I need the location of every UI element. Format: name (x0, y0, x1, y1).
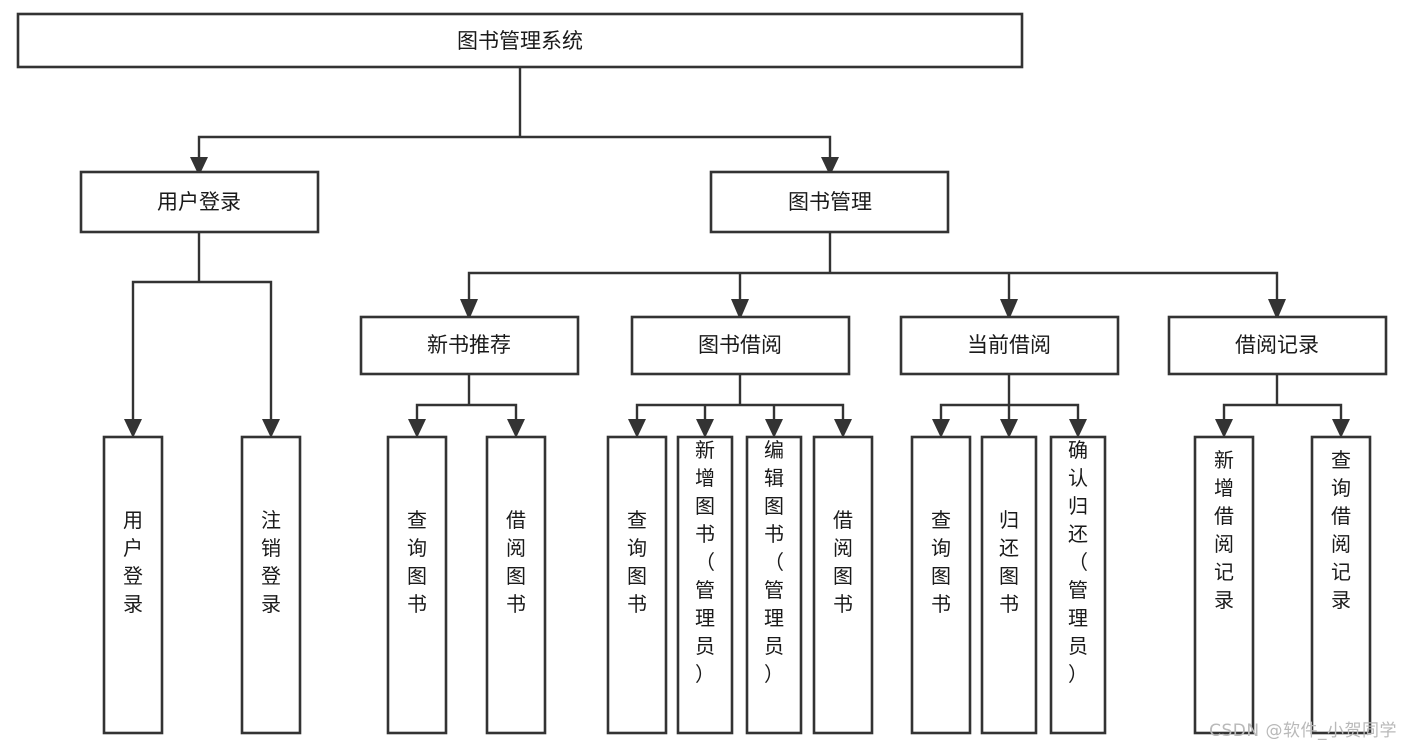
node-leaf2[interactable]: 注销登录 (240, 435, 302, 735)
node-bookmgmt-box[interactable] (709, 170, 950, 234)
arrow-head-leaf8 (834, 419, 852, 438)
node-leaf7-box[interactable] (745, 435, 803, 735)
connector-borrow-to-leaves (635, 372, 845, 424)
node-leaf8-label: 借阅图书 (833, 508, 853, 616)
arrow-head-leaf6 (696, 419, 714, 438)
node-leaf9-label: 查询图书 (931, 508, 951, 616)
node-leaf10[interactable]: 归还图书 (980, 435, 1038, 735)
node-leaf13-box[interactable] (1310, 435, 1372, 735)
arrow-head-leaf3 (408, 419, 426, 438)
node-leaf12[interactable]: 新增借阅记录 (1193, 435, 1255, 735)
node-leaf3[interactable]: 查询图书 (386, 435, 448, 735)
node-current[interactable]: 当前借阅 (899, 315, 1120, 376)
node-leaf7[interactable]: 编辑图书（管理员） (745, 435, 803, 735)
connector-bookmgmt-to-level2 (467, 230, 1279, 304)
node-leaf6-box[interactable] (676, 435, 734, 735)
node-leaf8[interactable]: 借阅图书 (812, 435, 874, 735)
node-leaf1-label: 用户登录 (123, 508, 143, 616)
leaf-nodes-layer: 用户登录 注销登录 查询图书 借阅图书 查询图书 新增图书（管理员） (102, 435, 1372, 735)
node-borrow-label: 图书借阅 (698, 333, 782, 357)
arrow-head-leaf12 (1215, 419, 1233, 438)
node-leaf9-box[interactable] (910, 435, 972, 735)
arrow-head-bookmgmt (821, 157, 839, 176)
node-records-label: 借阅记录 (1235, 333, 1319, 357)
arrow-head-leaf11 (1069, 419, 1087, 438)
arrow-head-leaf13 (1332, 419, 1350, 438)
node-leaf2-label: 注销登录 (261, 508, 281, 616)
node-leaf8-box[interactable] (812, 435, 874, 735)
node-records-box[interactable] (1167, 315, 1388, 376)
connector-records-to-leaves (1222, 372, 1343, 424)
node-leaf12-box[interactable] (1193, 435, 1255, 735)
arrow-head-current (1000, 299, 1018, 320)
arrow-head-leaf5 (628, 419, 646, 438)
node-leaf13[interactable]: 查询借阅记录 (1310, 435, 1372, 735)
node-newbook-label: 新书推荐 (427, 333, 511, 357)
node-records[interactable]: 借阅记录 (1167, 315, 1388, 376)
node-leaf6[interactable]: 新增图书（管理员） (676, 435, 734, 735)
node-leaf4-label: 借阅图书 (506, 508, 526, 616)
arrow-head-leaf1 (124, 419, 142, 438)
node-root[interactable]: 图书管理系统 (16, 12, 1024, 69)
node-leaf11[interactable]: 确认归还（管理员） (1049, 435, 1107, 735)
node-leaf11-box[interactable] (1049, 435, 1107, 735)
connector-newbook-to-leaves (415, 372, 518, 424)
connector-layer (124, 65, 1350, 438)
node-leaf12-label: 新增借阅记录 (1214, 448, 1234, 612)
node-leaf11-label: 确认归还（管理员） (1068, 438, 1088, 686)
arrow-head-login (190, 157, 208, 176)
node-leaf9[interactable]: 查询图书 (910, 435, 972, 735)
node-leaf6-label: 新增图书（管理员） (695, 438, 715, 686)
arrow-head-leaf7 (765, 419, 783, 438)
node-login[interactable]: 用户登录 (79, 170, 320, 234)
node-leaf1-box[interactable] (102, 435, 164, 735)
arrow-head-borrow (731, 299, 749, 320)
node-bookmgmt-label: 图书管理 (788, 190, 872, 214)
node-root-box[interactable] (16, 12, 1024, 69)
node-leaf5-label: 查询图书 (627, 508, 647, 616)
node-bookmgmt[interactable]: 图书管理 (709, 170, 950, 234)
node-current-box[interactable] (899, 315, 1120, 376)
arrow-head-newbook (460, 299, 478, 320)
node-leaf10-box[interactable] (980, 435, 1038, 735)
node-leaf1[interactable]: 用户登录 (102, 435, 164, 735)
node-leaf5-box[interactable] (606, 435, 668, 735)
node-leaf7-label: 编辑图书（管理员） (764, 438, 784, 686)
node-leaf13-label: 查询借阅记录 (1331, 448, 1351, 612)
node-newbook[interactable]: 新书推荐 (359, 315, 580, 376)
arrow-head-leaf10 (1000, 419, 1018, 438)
node-leaf3-label: 查询图书 (407, 508, 427, 616)
node-leaf10-label: 归还图书 (999, 508, 1019, 616)
connector-login-to-leaves (131, 230, 273, 424)
node-borrow[interactable]: 图书借阅 (630, 315, 851, 376)
node-login-box[interactable] (79, 170, 320, 234)
node-borrow-box[interactable] (630, 315, 851, 376)
connector-root-to-level1 (197, 65, 832, 162)
node-newbook-box[interactable] (359, 315, 580, 376)
node-root-label: 图书管理系统 (457, 29, 583, 53)
node-leaf5[interactable]: 查询图书 (606, 435, 668, 735)
connector-current-to-leaves (939, 372, 1080, 424)
node-login-label: 用户登录 (157, 190, 241, 214)
node-leaf2-box[interactable] (240, 435, 302, 735)
arrow-head-leaf4 (507, 419, 525, 438)
node-leaf3-box[interactable] (386, 435, 448, 735)
arrow-head-leaf2 (262, 419, 280, 438)
node-current-label: 当前借阅 (967, 333, 1051, 357)
arrow-head-leaf9 (932, 419, 950, 438)
node-leaf4[interactable]: 借阅图书 (485, 435, 547, 735)
arrow-head-records (1268, 299, 1286, 320)
node-leaf4-box[interactable] (485, 435, 547, 735)
